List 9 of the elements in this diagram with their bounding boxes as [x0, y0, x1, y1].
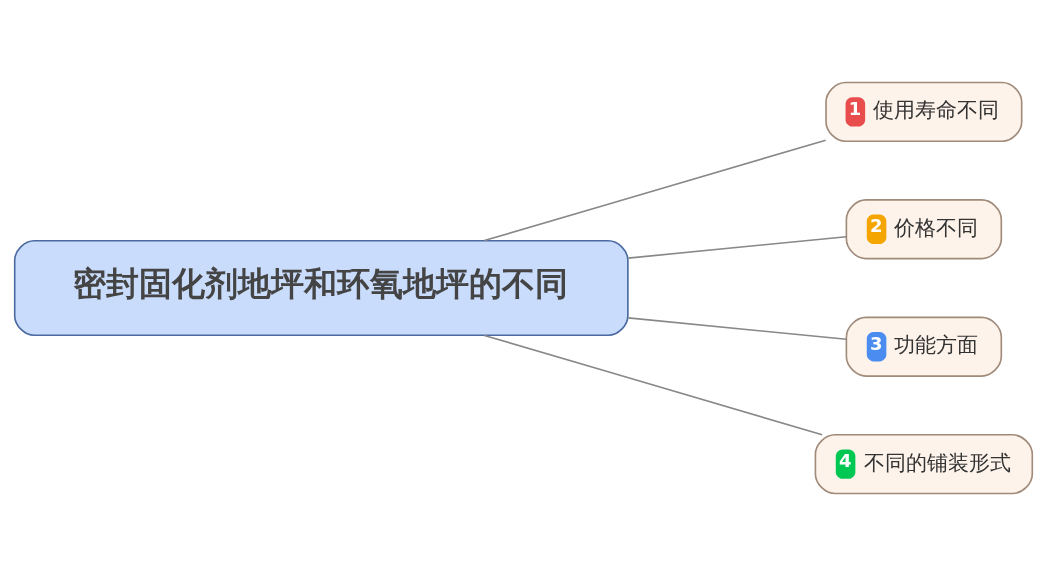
- connector: [627, 316, 848, 340]
- node-box: 4 不同的铺装形式: [814, 433, 1034, 494]
- connector: [483, 138, 827, 241]
- node-box: 1 使用寿命不同: [825, 81, 1023, 142]
- node-box: 2 价格不同: [845, 198, 1003, 259]
- connector: [483, 334, 823, 436]
- node-box: 3 功能方面: [845, 316, 1003, 377]
- connector: [627, 235, 848, 259]
- node-box: 密封固化剂地坪和环氧地坪的不同: [13, 239, 629, 336]
